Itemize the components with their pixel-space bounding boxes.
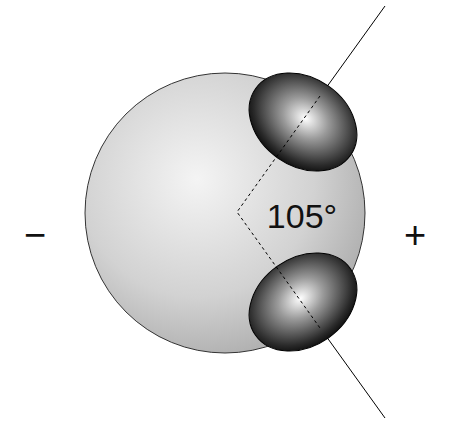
bond-angle-value: 105° bbox=[267, 199, 337, 233]
negative-pole-sign: − bbox=[24, 216, 46, 254]
hydrogen-atom bbox=[230, 53, 375, 192]
positive-pole-sign: + bbox=[404, 216, 426, 254]
hydrogen-atom bbox=[230, 233, 375, 372]
